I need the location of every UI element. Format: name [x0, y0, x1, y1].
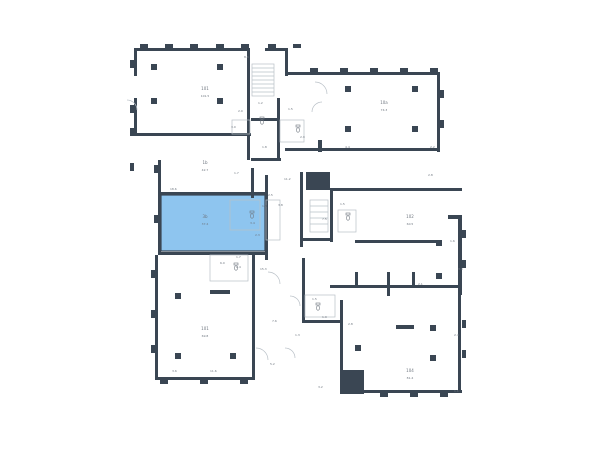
- room-name: 10a: [380, 100, 388, 105]
- room-area: 42.7: [202, 168, 209, 172]
- small-area-label: 1.5: [340, 202, 345, 206]
- small-area-label: 18.6: [170, 187, 177, 191]
- room-area: 81.4: [407, 376, 414, 380]
- small-area-label: 3.0: [458, 267, 463, 271]
- small-area-label: 1.9: [322, 315, 327, 319]
- room-area: 37.4: [202, 222, 209, 226]
- room-area: 101.5: [201, 94, 210, 98]
- small-area-labels: 8.6 1.2 2.0 1.5 2.9 3.0 4.4 2.2 1.8 18.6 1.7 2.5 1.3…: [170, 55, 463, 393]
- highlighted-unit[interactable]: [160, 194, 266, 252]
- small-area-label: 1.7: [236, 255, 241, 259]
- room-name: 101: [201, 86, 209, 91]
- small-area-label: 4.4: [345, 145, 350, 149]
- wc-icon: [233, 262, 239, 271]
- small-area-label: 2.8: [428, 173, 433, 177]
- wc-icon: [315, 302, 321, 311]
- small-area-label: 2.8: [348, 322, 353, 326]
- small-area-label: 1.1: [454, 389, 459, 393]
- small-area-label: 3.2: [318, 385, 323, 389]
- small-area-label: 2.4: [454, 333, 459, 337]
- small-area-label: 5.2: [270, 362, 275, 366]
- small-area-label: 6.0: [220, 261, 225, 265]
- small-area-label: 3.4: [250, 221, 255, 225]
- small-area-label: 1.7: [234, 171, 239, 175]
- small-area-label: 15.3: [260, 267, 267, 271]
- room-area: 69.8: [202, 334, 209, 338]
- small-area-label: 7.6: [272, 319, 277, 323]
- room-name: 3b: [202, 214, 208, 219]
- room-name: 101: [201, 326, 209, 331]
- small-area-label: 1.5: [312, 297, 317, 301]
- small-area-label: 1.8: [262, 145, 267, 149]
- small-area-label: 2.9: [300, 135, 305, 139]
- wc-icon: [249, 210, 255, 219]
- walls: [134, 48, 462, 394]
- small-area-label: 2.3: [255, 233, 260, 237]
- small-area-label: 1.3: [295, 333, 300, 337]
- small-area-label: 1.5: [288, 107, 293, 111]
- small-area-label: 2.1: [418, 282, 423, 286]
- wc-icon: [295, 124, 301, 133]
- small-area-label: 1.2: [258, 101, 263, 105]
- partitions: [209, 119, 357, 318]
- room-name: 104: [406, 368, 414, 373]
- room-name: 1b: [202, 160, 208, 165]
- small-area-label: 3.8: [278, 203, 283, 207]
- small-area-label: 7.5: [322, 217, 327, 221]
- room-name: 102: [406, 214, 414, 219]
- wc-icon: [259, 116, 265, 125]
- small-area-label: 11.2: [284, 177, 291, 181]
- columns: [151, 64, 442, 361]
- staircase: [251, 63, 329, 233]
- small-area-label: 2.4: [236, 265, 241, 269]
- small-area-label: 3.6: [172, 369, 177, 373]
- small-area-label: 3.0: [231, 125, 236, 129]
- room-labels: 101 101.5 10a 74.3 1b 42.7 3b 37.4 102 6…: [201, 86, 415, 380]
- room-area: 60.5: [407, 222, 414, 226]
- small-area-label: 1.3: [262, 204, 267, 208]
- windows: [130, 44, 466, 397]
- small-area-label: 8.6: [244, 55, 249, 59]
- room-area: 74.3: [381, 108, 388, 112]
- small-area-label: 2.5: [268, 193, 273, 197]
- small-area-label: 1.6: [450, 239, 455, 243]
- wc-icon: [345, 212, 351, 221]
- small-area-label: 2.0: [238, 109, 243, 113]
- small-area-label: 11.6: [210, 369, 217, 373]
- small-area-label: 2.2: [430, 145, 435, 149]
- door-swings: [126, 81, 328, 361]
- wc-icons: [233, 116, 351, 311]
